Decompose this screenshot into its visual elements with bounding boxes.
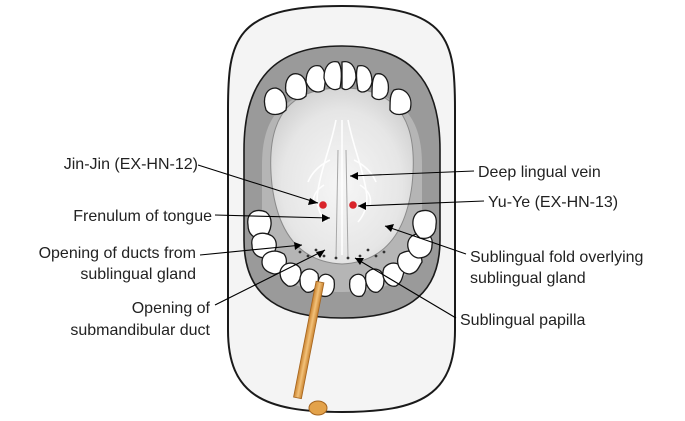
- pointer-lines: [197, 164, 485, 319]
- label-ducts-line2: sublingual gland: [80, 266, 196, 283]
- label-frenulum: Frenulum of tongue: [73, 208, 212, 225]
- lingual-veins: [307, 119, 377, 255]
- frenulum: [335, 149, 349, 259]
- label-ducts-line1: Opening of ducts from: [39, 245, 196, 262]
- lower-teeth: [247, 209, 437, 298]
- label-fold-line2: sublingual gland: [470, 270, 586, 287]
- label-papilla: Sublingual papilla: [460, 312, 586, 329]
- label-yu-ye: Yu-Ye (EX-HN-13): [488, 194, 618, 211]
- yu-ye-point: [349, 201, 357, 209]
- label-deep-vein: Deep lingual vein: [478, 164, 601, 181]
- jin-jin-point: [319, 201, 327, 209]
- duct-openings: [298, 248, 386, 260]
- label-submand-line2: submandibular duct: [70, 322, 210, 339]
- probe-instrument: [293, 280, 328, 416]
- label-fold-line1: Sublingual fold overlying: [470, 249, 643, 266]
- upper-teeth: [263, 60, 412, 116]
- pointer-arrowheads: [294, 172, 394, 265]
- label-jin-jin: Jin-Jin (EX-HN-12): [64, 156, 198, 173]
- label-submand-line1: Opening of: [132, 300, 211, 317]
